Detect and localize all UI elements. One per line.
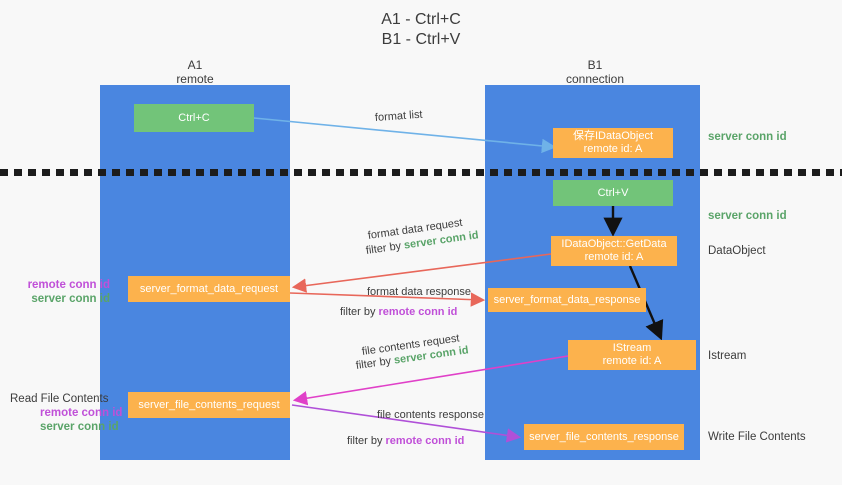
edge-label-format-data-response-filter: filter by remote conn id [340,305,457,320]
filter-prefix: filter by [340,306,379,318]
column-header-b1: B1 connection [530,58,660,86]
node-ctrl-v[interactable]: Ctrl+V [553,180,673,206]
filter-prefix: filter by [365,239,405,257]
label-group-conn-ids-format: remote conn id server conn id [10,278,110,306]
filter-prefix: filter by [347,435,386,447]
label-server-conn-id-top: server conn id [708,131,787,143]
label-istream: Istream [708,350,747,362]
label-server-conn-id-mid: server conn id [708,210,787,222]
label-write-file-contents: Write File Contents [708,431,806,443]
node-getdata-line2: remote id: A [584,251,644,263]
node-server-format-data-response-label: server_format_data_response [493,293,641,306]
column-a1-name: A1 [187,58,203,72]
node-server-format-data-response[interactable]: server_format_data_response [488,288,646,312]
column-b1-name: B1 [587,58,603,72]
node-ctrl-c[interactable]: Ctrl+C [134,104,254,132]
phase-separator-dashed-line [0,169,842,176]
label-read-file-contents: Read File Contents [10,393,109,405]
page-title: A1 - Ctrl+C B1 - Ctrl+V [0,10,842,50]
label-group-read-file-contents: Read File Contents remote conn id server… [10,392,160,434]
node-save-idataobject-line2: remote id: A [583,143,643,155]
edge-label-file-contents-response-filter: filter by remote conn id [347,434,464,449]
node-istream[interactable]: IStream remote id: A [568,340,696,370]
node-server-format-data-request-label: server_format_data_request [139,282,279,295]
label-server-conn-id-2: server conn id [40,421,119,433]
title-line-1: A1 - Ctrl+C [381,11,461,28]
node-server-file-contents-request[interactable]: server_file_contents_request [128,392,290,418]
label-remote-conn-id-2: remote conn id [40,407,123,419]
title-line-2: B1 - Ctrl+V [381,31,461,48]
filter-value-remote-conn-id: remote conn id [378,306,458,318]
node-ctrl-v-label: Ctrl+V [597,186,629,199]
node-idataobject-getdata[interactable]: IDataObject::GetData remote id: A [551,236,677,266]
node-server-file-contents-response[interactable]: server_file_contents_response [524,424,684,450]
node-istream-line1: IStream [612,342,652,354]
filter-prefix: filter by [355,354,395,372]
edge-label-file-contents-response: file contents response [377,409,485,421]
column-b1-sub: connection [565,72,625,86]
edge-label-format-list: format list [374,108,423,124]
column-a1-sub: remote [176,72,214,86]
label-dataobject: DataObject [708,245,766,257]
node-save-idataobject[interactable]: 保存IDataObject remote id: A [553,128,673,158]
node-server-format-data-request[interactable]: server_format_data_request [128,276,290,302]
node-save-idataobject-line1: 保存IDataObject [572,130,654,142]
label-server-conn-id-1: server conn id [31,293,110,305]
filter-value-remote-conn-id: remote conn id [385,435,465,447]
edge-label-format-data-response: format data response [367,286,471,298]
column-header-a1: A1 remote [130,58,260,86]
node-getdata-line1: IDataObject::GetData [561,238,667,250]
node-server-file-contents-request-label: server_file_contents_request [138,398,280,411]
node-ctrl-c-label: Ctrl+C [178,111,210,124]
node-istream-line2: remote id: A [602,355,662,367]
label-remote-conn-id-1: remote conn id [27,279,110,291]
node-server-file-contents-response-label: server_file_contents_response [529,430,679,443]
